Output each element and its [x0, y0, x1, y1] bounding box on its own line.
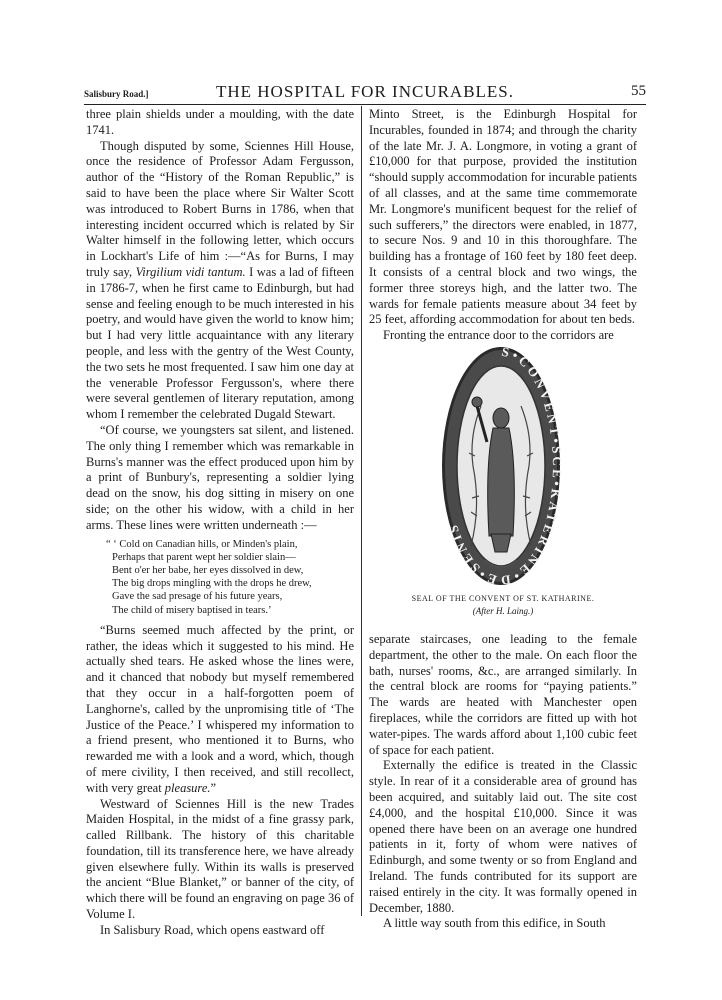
italic-phrase: pleasure. — [164, 780, 211, 795]
poem-line: Gave the sad presage of his future years… — [112, 591, 283, 603]
section-label: Salisbury Road.] — [84, 89, 149, 99]
right-column-top: Minto Street, is the Edinburgh Hospital … — [369, 107, 637, 344]
right-column-bottom: separate staircases, one leading to the … — [369, 632, 637, 932]
italic-phrase: Virgilium vidi tantum. — [135, 264, 246, 279]
paragraph: In Salisbury Road, which opens eastward … — [100, 922, 325, 937]
seal-engraving: S•CONVENT•SCE•KATERINE•DE•SENIS — [441, 344, 562, 588]
paragraph: Minto Street, is the Edinburgh Hospital … — [369, 107, 637, 327]
poem-line: Perhaps that parent wept her soldier sla… — [112, 551, 296, 563]
column-divider — [361, 106, 362, 916]
paragraph: Westward of Sciennes Hill is the new Tra… — [86, 796, 354, 922]
page-number: 55 — [631, 83, 646, 99]
paragraph: Though disputed by some, Sciennes Hill H… — [86, 139, 354, 423]
figure-credit: (After H. Laing.) — [472, 606, 534, 616]
text-run: I was a lad of fifteen in 1786-7, when h… — [86, 264, 355, 422]
paragraph: three plain shields under a moulding, wi… — [86, 107, 354, 137]
text-run: Though disputed by some, Sciennes Hill H… — [86, 138, 354, 279]
running-header: Salisbury Road.] THE HOSPITAL FOR INCURA… — [84, 80, 646, 105]
poem-quote: “ ‘ Cold on Canadian hills, or Minden's … — [106, 538, 354, 617]
paragraph: “Burns seemed much affected by the print… — [86, 623, 354, 797]
seal-image: S•CONVENT•SCE•KATERINE•DE•SENIS — [442, 344, 562, 588]
poem-line: The big drops mingling with the drops he… — [112, 578, 312, 590]
text-run: “Burns seemed much affected by the print… — [86, 622, 354, 795]
paragraph: Externally the edifice is treated in the… — [369, 758, 637, 915]
poem-line: Bent o'er her babe, her eyes dissolved i… — [112, 564, 304, 576]
left-column: three plain shields under a moulding, wi… — [86, 107, 354, 939]
paragraph: “Of course, we youngsters sat silent, an… — [86, 422, 354, 532]
page-title: THE HOSPITAL FOR INCURABLES. — [215, 82, 515, 101]
poem-line: The child of misery baptised in tears.’ — [112, 604, 272, 616]
text-run: ” — [210, 780, 217, 795]
seal-figure: S•CONVENT•SCE•KATERINE•DE•SENIS SEAL OF … — [369, 344, 637, 628]
paragraph: Fronting the entrance door to the corrid… — [383, 328, 614, 343]
poem-line: “ ‘ Cold on Canadian hills, or Minden's … — [106, 538, 298, 550]
figure-caption: SEAL OF THE CONVENT OF ST. KATHARINE. — [411, 594, 595, 603]
paragraph: separate staircases, one leading to the … — [369, 632, 637, 757]
paragraph: A little way south from this edifice, in… — [383, 916, 606, 931]
